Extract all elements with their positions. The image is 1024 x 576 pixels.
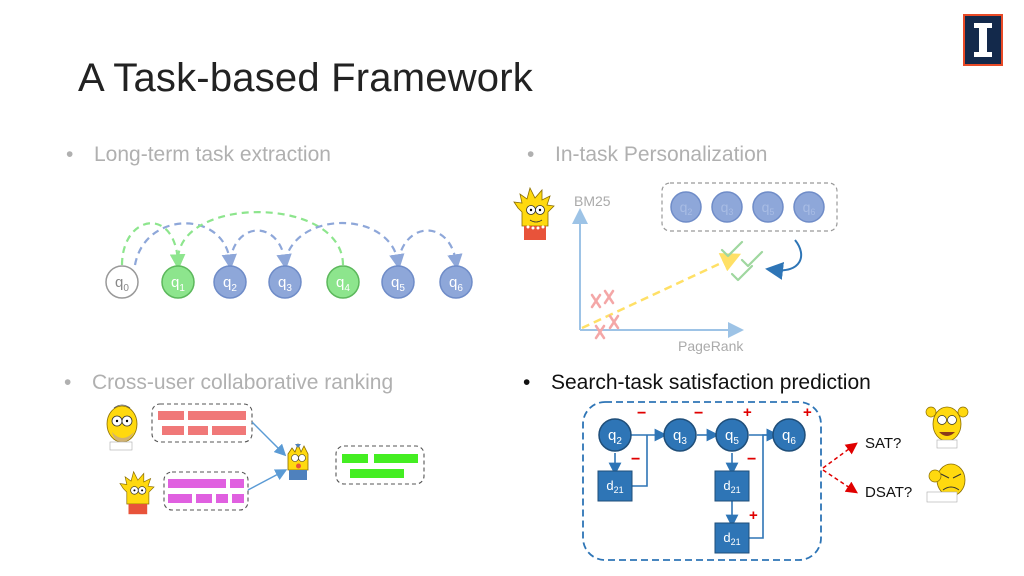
bullet-cross-user-ranking: •Cross-user collaborative ranking bbox=[64, 371, 394, 394]
sign-label: + bbox=[743, 404, 752, 421]
svg-text:q0: q0 bbox=[115, 274, 129, 294]
arc-q5-q6 bbox=[396, 229, 463, 270]
satisfaction-query-node: q6 bbox=[772, 418, 806, 452]
outcome-sat-label: SAT? bbox=[865, 435, 901, 452]
lisa-character-icon bbox=[513, 186, 555, 240]
maggie-character-icon bbox=[287, 442, 309, 480]
task-node: q0 bbox=[105, 265, 139, 299]
task-node: q4 bbox=[326, 265, 360, 299]
sign-label: − bbox=[631, 451, 640, 468]
svg-text:q4: q4 bbox=[336, 274, 350, 294]
svg-text:q5: q5 bbox=[391, 274, 405, 294]
bullet-in-task-label: In-task Personalization bbox=[555, 143, 768, 166]
personalization-query-node: q5 bbox=[752, 191, 784, 223]
arc-q3-q5 bbox=[283, 222, 405, 270]
sign-label: + bbox=[803, 404, 812, 421]
svg-text:d21: d21 bbox=[723, 478, 740, 495]
task-node: q3 bbox=[268, 265, 302, 299]
arc-q4-q1 bbox=[169, 211, 345, 270]
satisfaction-query-node: q5 bbox=[715, 418, 749, 452]
bullet-satisfaction-prediction: •Search-task satisfaction prediction bbox=[523, 371, 871, 394]
satisfaction-doc-node: d21 bbox=[597, 470, 633, 502]
homer-upset-icon bbox=[926, 463, 966, 503]
x-axis-label: PageRank bbox=[678, 338, 744, 354]
arc-q0-q1 bbox=[120, 222, 186, 270]
bullet-long-term-task-extraction: •Long-term task extraction bbox=[66, 143, 331, 166]
svg-text:q3: q3 bbox=[278, 274, 292, 294]
svg-text:q6: q6 bbox=[449, 274, 463, 294]
satisfaction-doc-node: d21 bbox=[714, 470, 750, 502]
task-node: q6 bbox=[439, 265, 473, 299]
lisa-character-icon bbox=[119, 470, 155, 515]
arc-q2-q3 bbox=[228, 229, 292, 270]
svg-text:q3: q3 bbox=[721, 199, 734, 217]
satisfaction-query-node: q2 bbox=[598, 418, 632, 452]
satisfaction-diagram: q2 q3 q5 q6 − − + + d21 d21 d21 − − + SA… bbox=[582, 401, 969, 561]
task-node: q2 bbox=[213, 265, 247, 299]
svg-text:d21: d21 bbox=[606, 478, 623, 495]
personalization-diagram: BM25 PageRank q2 q3 q5 q6 bbox=[513, 182, 838, 354]
personalization-query-node: q6 bbox=[793, 191, 825, 223]
university-logo-icon bbox=[963, 14, 1003, 66]
sign-label: − bbox=[637, 405, 646, 422]
personalization-query-node: q3 bbox=[711, 191, 743, 223]
personalization-query-node: q2 bbox=[670, 191, 702, 223]
sign-label: + bbox=[749, 507, 758, 524]
y-axis-label: BM25 bbox=[574, 193, 611, 209]
svg-text:q1: q1 bbox=[171, 274, 185, 294]
arc-q0-q2 bbox=[133, 222, 237, 270]
satisfaction-doc-node: d21 bbox=[714, 522, 750, 554]
svg-text:q6: q6 bbox=[803, 199, 816, 217]
svg-text:q3: q3 bbox=[673, 427, 687, 447]
slide-title: A Task-based Framework bbox=[78, 56, 533, 100]
svg-text:q5: q5 bbox=[725, 427, 739, 447]
homer-character-icon bbox=[106, 404, 138, 451]
svg-text:q6: q6 bbox=[782, 427, 796, 447]
collaborative-ranking-diagram bbox=[106, 403, 425, 515]
bullet-in-task-personalization: •In-task Personalization bbox=[527, 143, 768, 166]
bullet-long-term-label: Long-term task extraction bbox=[94, 143, 331, 166]
bullet-cross-user-label: Cross-user collaborative ranking bbox=[92, 371, 394, 394]
svg-text:q2: q2 bbox=[608, 427, 622, 447]
svg-text:q2: q2 bbox=[680, 199, 693, 217]
task-chain-diagram: q0 q1 q2 q3 q4 q5 q6 bbox=[105, 211, 473, 299]
outcome-dsat-label: DSAT? bbox=[865, 484, 912, 501]
sign-label: − bbox=[694, 405, 703, 422]
homer-happy-icon bbox=[925, 406, 969, 449]
sign-label: − bbox=[747, 451, 756, 468]
bullet-satisfaction-label: Search-task satisfaction prediction bbox=[551, 371, 871, 394]
task-node: q1 bbox=[161, 265, 195, 299]
svg-text:q2: q2 bbox=[223, 274, 237, 294]
svg-text:d21: d21 bbox=[723, 530, 740, 547]
satisfaction-query-node: q3 bbox=[663, 418, 697, 452]
task-node: q5 bbox=[381, 265, 415, 299]
svg-text:q5: q5 bbox=[762, 199, 775, 217]
